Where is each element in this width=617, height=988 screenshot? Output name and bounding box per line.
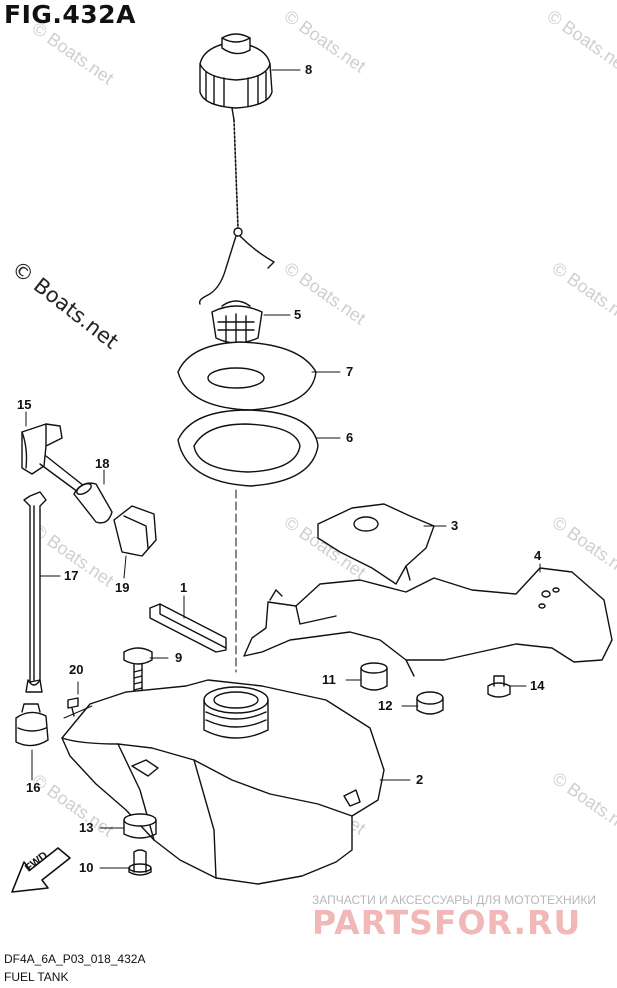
callout-label: 14 [530,678,545,693]
band-part [23,491,47,693]
grommet-part [416,691,444,715]
collar-part [128,849,152,876]
cap-part [15,703,49,747]
callout-label: 6 [346,430,354,445]
callout-label: 19 [115,580,130,595]
gasket-part [177,409,319,487]
forward-arrow-icon [11,847,71,893]
callout-label: 11 [322,672,336,687]
strainer-part [211,300,263,345]
callout-label: 16 [26,780,41,795]
holder-part [243,567,613,677]
leader-lines [25,69,541,869]
callout-label: 13 [79,820,94,835]
fuel-tank-part [61,679,385,885]
callout-label: 9 [175,650,183,665]
callout-label: 4 [534,548,542,563]
callout-label: 5 [294,307,302,322]
screw-part [67,697,79,717]
cushion-strip-part [149,603,227,653]
bracket-part [317,503,435,585]
brand-logo-text: PARTSFOR.RU [312,903,582,942]
callout-label: 7 [346,364,354,379]
figure-title: FIG.432A [4,0,136,29]
figure-code: DF4A_6A_P03_018_432A [4,952,146,966]
fuel-connector-part [21,423,85,493]
bolt-part [123,647,153,695]
cushion-part [360,662,388,691]
callout-label: 10 [79,860,94,875]
callout-label: 15 [17,397,32,412]
figure-caption: FUEL TANK [4,970,69,984]
callout-label: 18 [95,456,110,471]
brand-tagline: ЗАПЧАСТИ И АКСЕССУАРЫ ДЛЯ МОТОТЕХНИКИ [312,893,596,907]
callout-label: 3 [451,518,459,533]
screw-part [487,675,511,698]
callout-label: 12 [378,698,393,713]
callout-label: 1 [180,580,188,595]
clip-part [113,505,157,557]
gasket-part [177,341,317,411]
fuel-cap-part [198,33,275,305]
callout-label: 8 [305,62,313,77]
cushion-part [123,813,157,839]
callout-label: 17 [64,568,79,583]
callout-label: 20 [69,662,84,677]
hose-part [73,482,113,524]
callout-label: 2 [416,772,424,787]
